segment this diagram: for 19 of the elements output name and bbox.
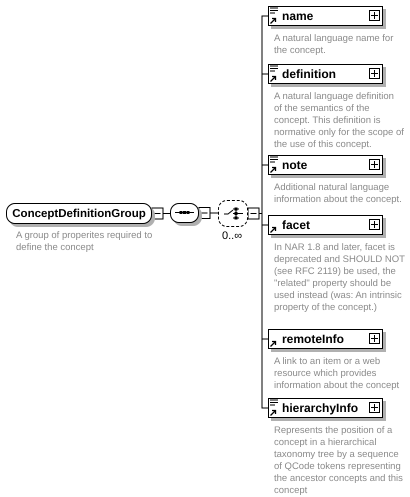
occurrence-label: 0..∞ — [222, 230, 244, 242]
description-text: A natural language name for the concept. — [274, 33, 394, 57]
connector-line — [198, 207, 218, 219]
group-box: ConceptDefinitionGroup — [6, 203, 152, 224]
element-box: name — [268, 6, 383, 26]
description-text: A group of properites required to define the concept — [16, 230, 154, 254]
element-box: remoteInfo — [268, 329, 383, 349]
description-text: A natural language definition of the semantics of the concept. This definition is normative only for the scope of the use of this concept. — [274, 91, 404, 151]
description-text: In NAR 1.8 and later, facet is deprecated and SHOULD NOT (see RFC 2119) be used, the "related" property should be used instead (was: An intrinsic property of the concept.) — [274, 242, 406, 314]
description-text: Additional natural language information about the concept. — [274, 182, 402, 206]
element-box: hierarchyInfo — [268, 398, 383, 418]
connector-line — [152, 208, 170, 220]
description-text: Represents the position of a concept in a hierarchical taxonomy tree by a sequence of QCode tokens representing the ancestor concepts and this concept — [274, 425, 404, 497]
description-text: A link to an item or a web resource which provides information about the concept — [274, 356, 400, 392]
choice-compositor — [218, 200, 248, 227]
element-box: definition — [268, 64, 383, 84]
element-box: facet — [268, 215, 383, 235]
sequence-compositor — [170, 203, 199, 223]
element-box: note — [268, 155, 383, 175]
